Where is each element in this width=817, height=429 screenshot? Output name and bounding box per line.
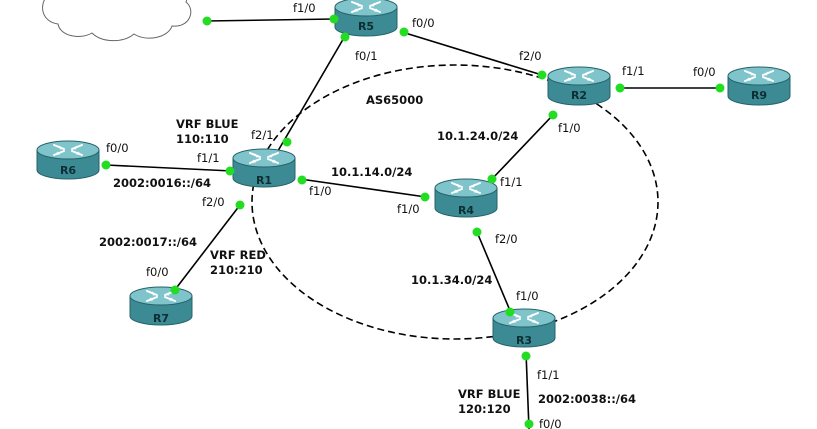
router-label: R5 [358,20,374,33]
link-r1-r7 [173,204,241,292]
port-label: f0/0 [412,16,435,30]
link-r6-r1 [105,164,233,172]
port-label: f0/0 [106,141,129,155]
port-label: f1/0 [516,289,539,303]
port-label: f1/0 [309,184,332,198]
port-label: f2/0 [519,49,542,63]
port-label: f0/0 [693,65,716,79]
router-r6[interactable]: R6 [36,140,100,180]
router-label: R4 [458,204,474,217]
link-r3-down [525,351,530,429]
router-label: R6 [60,164,76,177]
network-label: 2002:0038::/64 [538,392,636,406]
vrf-rd: 210:210 [210,263,263,277]
port-label: f1/1 [622,64,645,78]
cloud-icon [42,0,192,42]
port-label: f1/0 [397,202,420,216]
network-label: 10.1.24.0/24 [437,129,518,143]
port-label: f1/1 [537,368,560,382]
link-r2-r4 [491,114,554,180]
port-label: f0/1 [355,49,378,63]
link-r4-r3 [476,231,512,314]
port-label: f1/0 [558,121,581,135]
router-r5[interactable]: R5 [334,0,398,37]
router-r9[interactable]: R9 [727,66,791,106]
port-label: f1/1 [197,151,220,165]
router-r1[interactable]: R1 [232,148,296,188]
link-r5-r1 [267,35,346,169]
port-label: f2/0 [495,232,518,246]
network-label: 2002:0017::/64 [99,235,197,249]
router-r7[interactable]: R7 [129,286,193,326]
link-r5-r2 [401,31,543,76]
vrf-rd: 110:110 [176,132,229,146]
port-label: f2/0 [202,195,225,209]
port-label: f2/1 [251,128,274,142]
vrf-name: VRF RED [210,248,266,262]
router-label: R9 [751,89,767,102]
router-label: R7 [153,312,169,325]
link-cloud-r5 [206,18,335,22]
network-label: 10.1.34.0/24 [411,273,492,287]
router-label: R3 [516,334,532,347]
link-r1-r4 [299,178,427,198]
port-dots [101,14,725,429]
as-label: AS65000 [366,93,423,107]
links [105,18,720,429]
network-label: 10.1.14.0/24 [331,165,412,179]
vrf-name: VRF BLUE [458,387,521,401]
port-label: f1/0 [293,1,316,15]
router-r4[interactable]: R4 [434,178,498,218]
network-label: 2002:0016::/64 [113,176,211,190]
vrf-name: VRF BLUE [176,117,239,131]
as-boundary [251,64,659,340]
port-label: f0/0 [146,265,169,279]
router-label: R2 [571,89,587,102]
router-r3[interactable]: R3 [492,308,556,348]
port-label: f1/1 [500,175,523,189]
port-label: f0/0 [539,417,562,429]
router-label: R1 [256,174,272,187]
vrf-rd: 120:120 [458,402,511,416]
router-r2[interactable]: R2 [547,66,611,106]
